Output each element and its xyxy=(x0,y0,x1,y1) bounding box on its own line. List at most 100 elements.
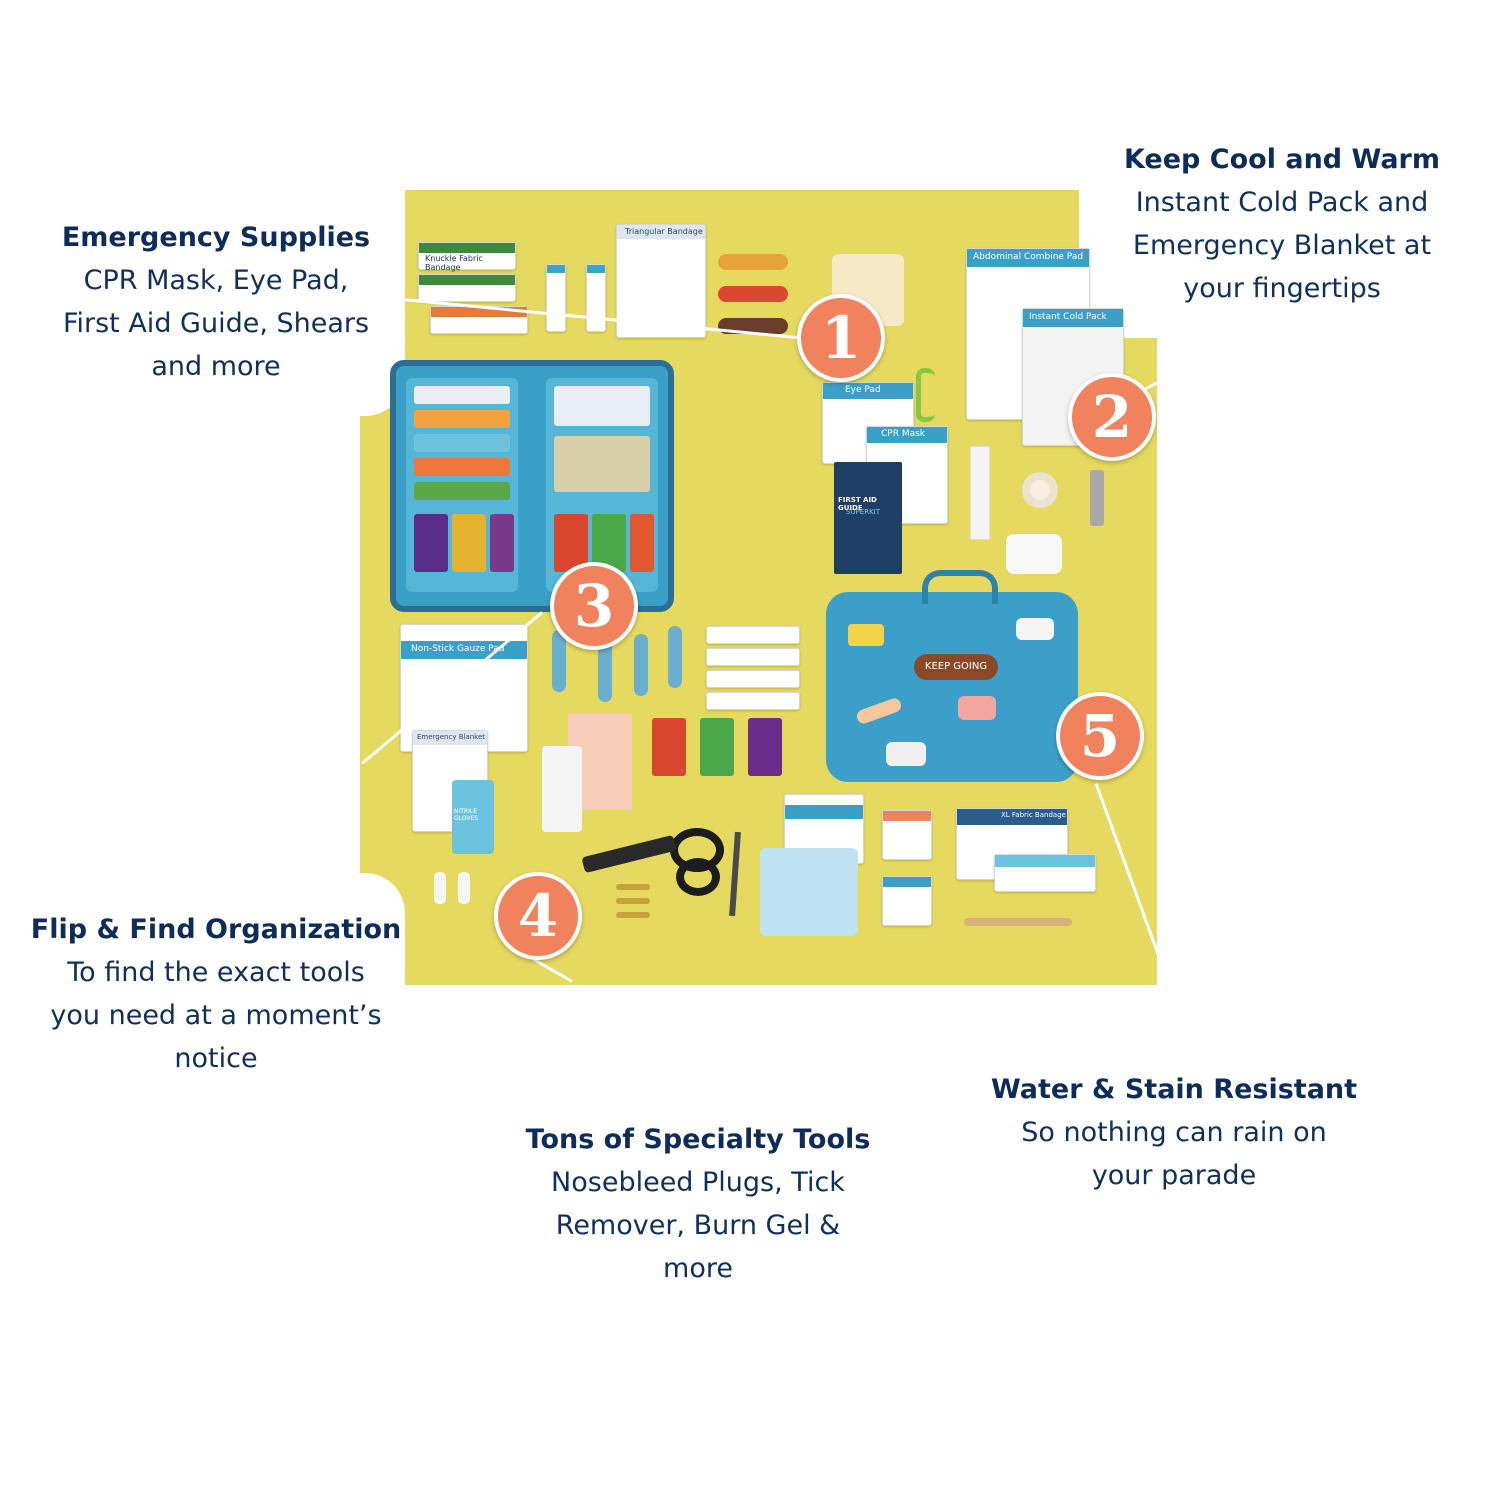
brand-tag: KEEP GOING xyxy=(914,654,998,680)
first-aid-guide: FIRST AID GUIDE SUPERKIT xyxy=(834,462,902,574)
ointment-sachet xyxy=(452,514,486,572)
van-print xyxy=(886,742,926,766)
callout-text: your fingertips xyxy=(1183,273,1381,304)
kids-bandage xyxy=(718,286,788,302)
pocket xyxy=(414,482,510,500)
strip-bandage xyxy=(598,640,612,702)
strip-bandage xyxy=(634,634,648,696)
callout-text: To find the exact tools xyxy=(67,957,365,988)
safety-pin xyxy=(616,912,650,918)
callout-keep-cool-warm: Keep Cool and Warm Instant Cold Pack and… xyxy=(1092,138,1472,310)
callout-specialty-tools: Tons of Specialty Tools Nosebleed Plugs,… xyxy=(508,1118,888,1290)
antibiotic-sachet xyxy=(748,718,782,776)
car-print xyxy=(848,624,884,646)
kids-stickers xyxy=(542,746,582,832)
feature-badge-4: 4 xyxy=(494,872,582,960)
strip-bandage xyxy=(668,626,682,688)
pocket xyxy=(554,386,650,426)
callout-text: you need at a moment’s xyxy=(50,1000,382,1031)
ointment-sachet xyxy=(490,514,514,572)
kit-left-panel xyxy=(406,378,518,592)
waterproof-bandage xyxy=(994,854,1096,892)
packet-label: Eye Pad xyxy=(845,385,881,395)
feature-badge-2: 2 xyxy=(1068,373,1156,461)
callout-heading: Emergency Supplies xyxy=(61,222,371,253)
burn-gel-sachet xyxy=(652,718,686,776)
trauma-shears xyxy=(676,858,720,896)
callout-flip-find: Flip & Find Organization To find the exa… xyxy=(14,908,418,1080)
safety-pin xyxy=(616,898,650,904)
face-mask xyxy=(760,848,858,936)
triangular-bandage: Triangular Bandage xyxy=(616,224,706,338)
callout-text: your parade xyxy=(1091,1160,1257,1191)
callout-text: Instant Cold Pack and xyxy=(1135,187,1429,218)
camper-print xyxy=(1016,618,1054,640)
packet-label: Triangular Bandage xyxy=(625,227,703,236)
sting-relief-pad xyxy=(882,810,932,860)
feature-badge-5: 5 xyxy=(1056,692,1144,780)
heart-print xyxy=(958,696,996,720)
open-first-aid-kit xyxy=(390,360,674,612)
callout-heading: Keep Cool and Warm xyxy=(1123,144,1441,175)
callout-text: CPR Mask, Eye Pad, xyxy=(83,265,349,296)
packet-label: Knuckle Fabric Bandage xyxy=(425,254,483,272)
callout-water-resistant: Water & Stain Resistant So nothing can r… xyxy=(984,1068,1364,1197)
callout-text: notice xyxy=(174,1043,258,1074)
roll-bandage xyxy=(1006,534,1062,574)
kit-right-panel xyxy=(546,378,658,592)
kids-bandage xyxy=(718,254,788,270)
wooden-splint xyxy=(964,918,1072,926)
bandage-packet xyxy=(706,670,800,688)
feature-badge-3: 3 xyxy=(550,562,638,650)
callout-text: Nosebleed Plugs, Tick xyxy=(551,1167,845,1198)
splint-strip xyxy=(970,446,990,540)
packet-label: Emergency Blanket xyxy=(417,733,486,741)
nosebleed-plug xyxy=(434,872,446,904)
callout-text: more xyxy=(663,1253,733,1284)
packet-label: CPR Mask xyxy=(881,429,926,439)
safety-pin xyxy=(616,884,650,890)
nitrile-gloves: NITRILE GLOVES xyxy=(452,780,494,854)
guide-subtitle: SUPERKIT xyxy=(846,508,881,516)
nail-clipper xyxy=(1090,470,1104,526)
alcohol-wipe xyxy=(586,264,606,332)
alcohol-wipe xyxy=(546,264,566,332)
ointment-sachet xyxy=(630,514,654,572)
closed-first-aid-kit: KEEP GOING xyxy=(826,570,1078,782)
callout-heading: Tons of Specialty Tools xyxy=(525,1124,871,1155)
sting-relief-pad xyxy=(882,876,932,926)
kit-handle xyxy=(922,570,998,604)
callout-heading: Flip & Find Organization xyxy=(30,914,402,945)
pocket xyxy=(414,386,510,404)
callout-text: Remover, Burn Gel & xyxy=(555,1210,841,1241)
hydrocortisone-sachet xyxy=(700,718,734,776)
photo-notch xyxy=(360,873,405,985)
pocket xyxy=(414,410,510,428)
nosebleed-plug xyxy=(458,872,470,904)
strip-bandage xyxy=(552,630,566,692)
bandage-print xyxy=(854,696,904,726)
pocket xyxy=(554,436,650,492)
pocket xyxy=(414,434,510,452)
knuckle-bandage-packet: Knuckle Fabric Bandage xyxy=(418,242,516,272)
feature-badge-1: 1 xyxy=(797,294,885,382)
bandage-packet xyxy=(706,648,800,666)
shears-blade xyxy=(581,834,677,874)
tick-remover xyxy=(916,368,935,422)
bandage-packet xyxy=(706,692,800,710)
packet-label: Abdominal Combine Pad xyxy=(973,252,1084,262)
bandage-packet xyxy=(706,626,800,644)
product-photo: Knuckle Fabric Bandage Triangular Bandag… xyxy=(360,190,1157,985)
callout-heading: Water & Stain Resistant xyxy=(990,1074,1358,1105)
packet-label: Non-Stick Gauze Pad xyxy=(411,644,505,654)
guide-title: FIRST AID GUIDE xyxy=(838,496,877,512)
callout-emergency-supplies: Emergency Supplies CPR Mask, Eye Pad, Fi… xyxy=(36,216,396,388)
packet-label: NITRILE GLOVES xyxy=(454,808,479,822)
callout-text: First Aid Guide, Shears xyxy=(62,308,370,339)
pocket xyxy=(414,458,510,476)
packet-label: XL Fabric Bandage xyxy=(1001,811,1066,819)
medical-tape xyxy=(1022,472,1058,508)
packet-label: Instant Cold Pack xyxy=(1029,312,1107,322)
callout-text: and more xyxy=(151,351,281,382)
tweezers xyxy=(729,831,741,917)
